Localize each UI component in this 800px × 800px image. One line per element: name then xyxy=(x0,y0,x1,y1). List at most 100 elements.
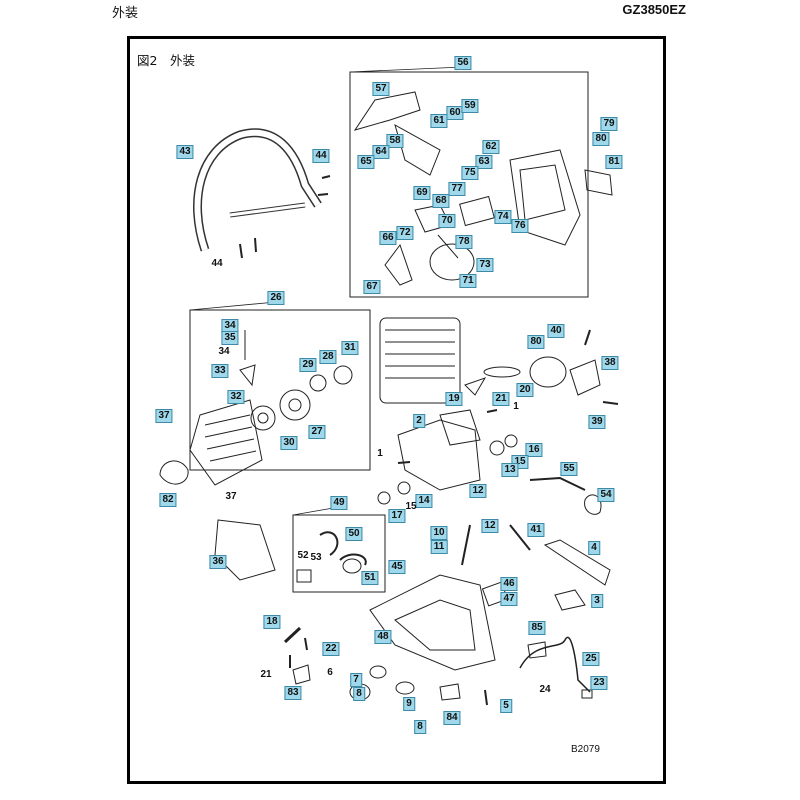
part-callout-6: 6 xyxy=(327,667,333,678)
part-callout-58: 58 xyxy=(386,134,404,148)
side-cover-36 xyxy=(214,519,276,581)
part-callout-83: 83 xyxy=(284,686,302,700)
part-callout-37: 37 xyxy=(225,491,237,502)
part-callout-9: 9 xyxy=(403,697,415,711)
part-callout-44: 44 xyxy=(211,258,223,269)
part-callout-27: 27 xyxy=(308,425,326,439)
part-callout-1: 1 xyxy=(377,448,383,459)
part-callout-12: 12 xyxy=(481,519,499,533)
part-callout-79: 79 xyxy=(600,117,618,131)
part-callout-71: 71 xyxy=(459,274,477,288)
part-callout-77: 77 xyxy=(448,182,466,196)
part-callout-78: 78 xyxy=(455,235,473,249)
figure-code: B2079 xyxy=(571,744,600,755)
part-callout-25: 25 xyxy=(582,652,600,666)
group-box-49 xyxy=(292,514,386,593)
part-callout-5: 5 xyxy=(500,699,512,713)
part-callout-36: 36 xyxy=(209,555,227,569)
figure-title: 図2 外装 xyxy=(137,53,195,68)
part-callout-59: 59 xyxy=(461,99,479,113)
part-callout-14: 14 xyxy=(415,494,433,508)
part-callout-31: 31 xyxy=(341,341,359,355)
brake-band-part xyxy=(429,243,475,281)
part-callout-49: 49 xyxy=(330,496,348,510)
part-callout-84: 84 xyxy=(443,711,461,725)
part-callout-68: 68 xyxy=(432,194,450,208)
part-callout-57: 57 xyxy=(372,82,390,96)
part-callout-37: 37 xyxy=(155,409,173,423)
part-callout-72: 72 xyxy=(396,226,414,240)
part-callout-7: 7 xyxy=(350,673,362,687)
part-callout-73: 73 xyxy=(476,258,494,272)
part-callout-29: 29 xyxy=(299,358,317,372)
crankcase-part xyxy=(397,419,481,491)
part-callout-70: 70 xyxy=(438,214,456,228)
part-callout-13: 13 xyxy=(501,463,519,477)
part-callout-35: 35 xyxy=(221,331,239,345)
group-box-26 xyxy=(189,309,371,471)
part-callout-44: 44 xyxy=(312,149,330,163)
part-callout-26: 26 xyxy=(267,291,285,305)
part-callout-16: 16 xyxy=(525,443,543,457)
diagram-frame xyxy=(127,36,666,784)
part-callout-18: 18 xyxy=(263,615,281,629)
part-callout-56: 56 xyxy=(454,56,472,70)
filter-82 xyxy=(159,460,189,485)
part-callout-53: 53 xyxy=(310,552,322,563)
part-callout-22: 22 xyxy=(322,642,340,656)
part-callout-60: 60 xyxy=(446,106,464,120)
part-callout-12: 12 xyxy=(469,484,487,498)
part-callout-43: 43 xyxy=(176,145,194,159)
part-callout-20: 20 xyxy=(516,383,534,397)
model-number: GZ3850EZ xyxy=(622,2,686,17)
part-callout-45: 45 xyxy=(388,560,406,574)
part-callout-80: 80 xyxy=(592,132,610,146)
part-callout-34: 34 xyxy=(218,346,230,357)
part-callout-67: 67 xyxy=(363,280,381,294)
part-callout-69: 69 xyxy=(413,186,431,200)
part-callout-8: 8 xyxy=(353,687,365,701)
part-callout-76: 76 xyxy=(511,219,529,233)
part-callout-66: 66 xyxy=(379,231,397,245)
part-callout-3: 3 xyxy=(591,594,603,608)
part-callout-41: 41 xyxy=(527,523,545,537)
clutch-cover-part xyxy=(509,149,581,246)
part-callout-47: 47 xyxy=(500,592,518,606)
part-callout-85: 85 xyxy=(528,621,546,635)
part-callout-48: 48 xyxy=(374,630,392,644)
part-callout-40: 40 xyxy=(547,324,565,338)
part-callout-15: 15 xyxy=(405,501,417,512)
part-callout-28: 28 xyxy=(319,350,337,364)
part-callout-54: 54 xyxy=(597,488,615,502)
part-callout-4: 4 xyxy=(588,541,600,555)
part-callout-75: 75 xyxy=(461,166,479,180)
part-callout-8: 8 xyxy=(414,720,426,734)
part-callout-63: 63 xyxy=(475,155,493,169)
part-callout-24: 24 xyxy=(539,684,551,695)
section-title: 外装 xyxy=(112,6,139,21)
part-callout-32: 32 xyxy=(227,390,245,404)
part-callout-1: 1 xyxy=(513,401,519,412)
group-box-56 xyxy=(349,71,589,298)
part-callout-23: 23 xyxy=(590,676,608,690)
part-callout-61: 61 xyxy=(430,114,448,128)
part-callout-74: 74 xyxy=(494,210,512,224)
part-callout-46: 46 xyxy=(500,577,518,591)
part-callout-82: 82 xyxy=(159,493,177,507)
part-callout-81: 81 xyxy=(605,155,623,169)
brake-lever-part xyxy=(353,91,421,131)
part-callout-21: 21 xyxy=(260,669,272,680)
part-callout-80: 80 xyxy=(527,335,545,349)
part-callout-19: 19 xyxy=(445,392,463,406)
part-callout-65: 65 xyxy=(357,155,375,169)
part-callout-52: 52 xyxy=(297,550,309,561)
label-81 xyxy=(584,169,613,196)
air-filter-part xyxy=(529,356,567,388)
guide-plate-part xyxy=(543,539,611,586)
part-callout-33: 33 xyxy=(211,364,229,378)
part-callout-30: 30 xyxy=(280,436,298,450)
part-callout-2: 2 xyxy=(413,414,425,428)
part-callout-10: 10 xyxy=(430,526,448,540)
part-callout-38: 38 xyxy=(601,356,619,370)
